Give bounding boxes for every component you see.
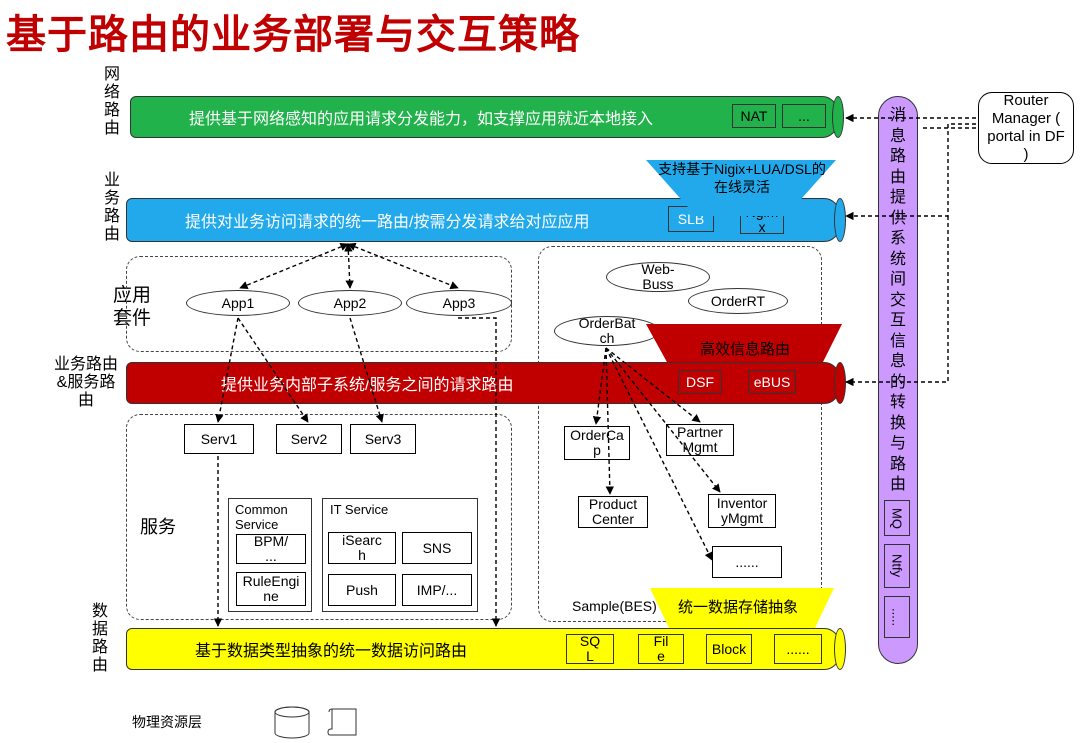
sample-more-box: ...... — [712, 546, 782, 578]
app3-node: App3 — [406, 290, 512, 316]
data-pipe-cap — [834, 628, 846, 670]
label-physical-layer: 物理资源层 — [132, 714, 202, 730]
ebus-box: eBUS — [748, 370, 796, 394]
message-route-char: 统 — [889, 250, 906, 268]
sql-box: SQ L — [566, 634, 614, 664]
yellow-callout-text: 统一数据存储抽象 — [678, 599, 799, 616]
message-route-char: 与 — [889, 435, 906, 452]
imp-box: IMP/... — [402, 574, 472, 606]
message-route-char: 供 — [889, 209, 906, 227]
mq-box: MQ — [884, 500, 910, 536]
network-more-box: ... — [782, 104, 826, 128]
message-route-char: 息 — [889, 353, 906, 370]
label-business-route: 业务路由 — [103, 172, 120, 243]
message-route-char: 互 — [889, 312, 906, 329]
service-route-text: 提供业务内部子系统/服务之间的请求路由 — [221, 377, 514, 394]
ruleengine-box: RuleEngi ne — [236, 572, 306, 606]
message-route-char: 交 — [889, 291, 906, 309]
app2-node: App2 — [298, 290, 402, 316]
label-network-route: 网络路由 — [103, 66, 120, 137]
label-biz-service-route: 业务路由&服务路由 — [54, 356, 119, 409]
message-route-char: 系 — [889, 230, 906, 247]
webbuss-node: Web- Buss — [606, 262, 710, 292]
message-route-char: 路 — [889, 148, 906, 165]
service-region — [126, 414, 512, 620]
serv2-box: Serv2 — [276, 424, 342, 454]
message-route-char: 由 — [889, 476, 906, 493]
blue-callout-shape — [646, 160, 836, 216]
message-route-char: 息 — [889, 127, 906, 145]
common-service-group — [228, 498, 312, 612]
message-route-char: 路 — [889, 455, 906, 473]
label-data-route: 数据路由 — [91, 603, 108, 674]
file-box: Fil e — [638, 634, 684, 664]
router-manager-box: Router Manager ( portal in DF ) — [978, 92, 1074, 164]
message-route-char: 消 — [889, 107, 906, 124]
nat-box: NAT — [732, 104, 776, 128]
message-route-char: 提 — [889, 189, 906, 206]
blue-callout-text: 支持基于Nigix+LUA/DSL的在线灵活 — [658, 161, 826, 195]
app1-node: App1 — [186, 290, 290, 316]
common-service-title: Common Service — [235, 502, 288, 532]
serv1-box: Serv1 — [184, 424, 254, 454]
service-pipe-cap — [834, 362, 846, 404]
network-route-text: 提供基于网络感知的应用请求分发能力，如支撑应用就近本地接入 — [189, 111, 654, 128]
label-service: 服务 — [140, 517, 176, 537]
message-route-char: 信 — [889, 332, 906, 350]
productcenter-box: Product Center — [578, 496, 648, 528]
yellow-callout-shape — [650, 588, 834, 630]
data-route-text: 基于数据类型抽象的统一数据访问路由 — [195, 643, 468, 660]
block-box: Block — [706, 634, 752, 664]
red-callout-text: 高效信息路由 — [700, 341, 791, 358]
orderbatch-node: OrderBat ch — [554, 316, 660, 346]
dsf-box: DSF — [678, 370, 722, 394]
bpm-box: BPM/ ... — [236, 534, 306, 564]
network-route-pipe: 提供基于网络感知的应用请求分发能力，如支撑应用就近本地接入 — [130, 96, 838, 138]
database-icon — [274, 706, 310, 739]
message-route-char: 的 — [889, 373, 906, 391]
push-box: Push — [328, 574, 396, 606]
isearch-box: iSearc h — [328, 532, 396, 564]
storage-scroll-icon — [327, 708, 357, 736]
orderrt-node: OrderRT — [688, 288, 788, 314]
message-route-char: 换 — [889, 414, 906, 432]
service-route-pipe: 提供业务内部子系统/服务之间的请求路由 — [126, 362, 840, 404]
ordercap-box: OrderCa p — [564, 426, 630, 460]
label-app-suite: 应用套件 — [112, 285, 151, 329]
message-route-char: 间 — [889, 271, 906, 288]
partnermgmt-box: Partner Mgmt — [666, 424, 734, 456]
sample-label: Sample(BES) — [572, 598, 657, 614]
message-route-char: 转 — [889, 394, 906, 411]
inventorymgmt-box: Inventor yMgmt — [708, 494, 776, 528]
business-route-text: 提供对业务访问请求的统一路由/按需分发请求给对应应用 — [185, 214, 590, 231]
sns-box: SNS — [402, 532, 472, 564]
serv3-box: Serv3 — [350, 424, 416, 454]
page-title: 基于路由的业务部署与交互策略 — [6, 12, 580, 58]
message-more-box: ..... — [884, 596, 910, 638]
message-route-char: 由 — [889, 168, 906, 186]
it-service-title: IT Service — [330, 502, 389, 517]
ntfy-box: Ntfy — [884, 544, 910, 588]
network-pipe-cap — [832, 96, 844, 138]
data-more-box: ...... — [774, 634, 822, 664]
